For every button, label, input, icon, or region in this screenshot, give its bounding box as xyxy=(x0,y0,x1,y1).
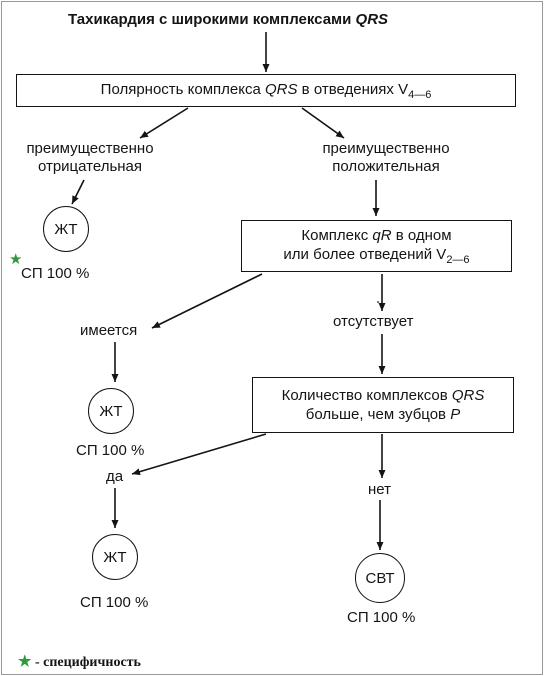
node-qrs-polarity: Полярность комплекса QRS в отведениях V4… xyxy=(16,74,516,107)
arrow-box3-to-yes xyxy=(131,433,267,476)
label-present: имеется xyxy=(80,322,138,339)
sp-value-2: СП 100 % xyxy=(76,442,145,459)
legend: ★ - специфичность xyxy=(18,652,141,671)
node-vt-1: ЖТ xyxy=(43,206,89,252)
node-svt: СВТ xyxy=(355,553,405,603)
arrow-negative-to-vt xyxy=(71,179,85,205)
star-icon: ★ xyxy=(9,251,23,268)
label-absent: отсутствует xyxy=(333,313,414,330)
sp-value-4: СП 100 % xyxy=(347,609,416,626)
sp-value-3: СП 100 % xyxy=(80,594,149,611)
node-vt-2: ЖТ xyxy=(88,388,134,434)
stray-dot xyxy=(377,301,379,303)
sp-value-1: СП 100 % xyxy=(21,265,90,282)
arrow-box1-to-positive xyxy=(301,107,345,139)
chart-title: Тахикардия с широкими комплексами QRS xyxy=(68,11,389,28)
legend-text: - специфичность xyxy=(31,655,141,670)
label-no: нет xyxy=(368,481,391,498)
arrow-box1-to-negative xyxy=(139,107,189,139)
label-yes: да xyxy=(106,468,124,485)
legend-star-icon: ★ xyxy=(18,654,32,670)
arrow-box2-to-present xyxy=(151,273,263,329)
node-vt-3: ЖТ xyxy=(92,534,138,580)
